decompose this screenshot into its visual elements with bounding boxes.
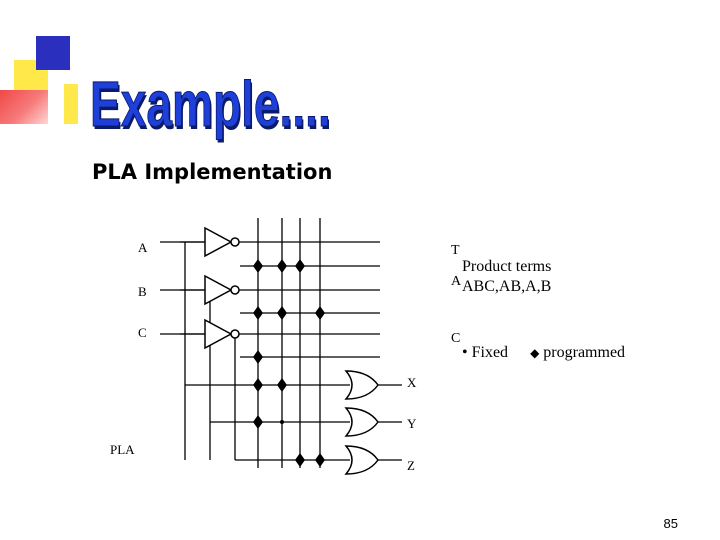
fixed-dot-icon: • xyxy=(462,344,468,361)
legend: • Fixed ◆ programmed xyxy=(462,343,625,363)
annotation-fragment: A xyxy=(451,274,462,289)
input-label-a: A xyxy=(138,240,148,255)
output-label-y: Y xyxy=(407,416,417,431)
decor-yellow-bar xyxy=(64,84,78,124)
or-gate-z-icon xyxy=(344,445,379,475)
legend-fixed-label: Fixed xyxy=(471,344,509,361)
input-label-b: B xyxy=(138,284,147,299)
programmed-dot xyxy=(277,259,287,273)
programmed-dot xyxy=(315,306,325,320)
programmed-dot xyxy=(253,415,263,429)
annotation-fragment: C xyxy=(451,331,461,346)
page-number: 85 xyxy=(663,516,678,531)
output-label-z: Z xyxy=(407,458,415,473)
inverter-c-icon xyxy=(204,318,240,350)
programmed-dot xyxy=(253,350,263,364)
fixed-connections xyxy=(280,420,284,424)
programmed-dot xyxy=(315,453,325,467)
programmed-diamond-icon: ◆ xyxy=(530,346,540,360)
or-gate-x-icon xyxy=(344,370,379,400)
programmed-connections xyxy=(253,259,325,467)
product-terms-list: ABC,AB,A,B xyxy=(462,278,552,295)
or-gate-y-icon xyxy=(344,407,379,437)
slide-title: Example.... xyxy=(90,68,331,140)
inverter-a-icon xyxy=(204,226,240,258)
product-terms-heading: Product terms xyxy=(462,258,552,275)
programmed-dot xyxy=(253,378,263,392)
programmed-dot xyxy=(295,259,305,273)
decor-blue-square xyxy=(36,36,70,70)
programmed-dot xyxy=(253,306,263,320)
annotation-fragment: T xyxy=(451,243,460,258)
programmed-dot xyxy=(295,453,305,467)
fixed-dot xyxy=(280,420,284,424)
programmed-dot xyxy=(253,259,263,273)
legend-programmed-label: programmed xyxy=(543,344,626,361)
inverter-b-icon xyxy=(204,274,240,306)
output-label-x: X xyxy=(407,375,417,390)
programmed-dot xyxy=(277,378,287,392)
decor-red-square xyxy=(0,90,48,124)
pla-block-label: PLA xyxy=(110,442,135,457)
input-label-c: C xyxy=(138,325,147,340)
programmed-dot xyxy=(277,306,287,320)
slide-subtitle: PLA Implementation xyxy=(92,160,333,184)
